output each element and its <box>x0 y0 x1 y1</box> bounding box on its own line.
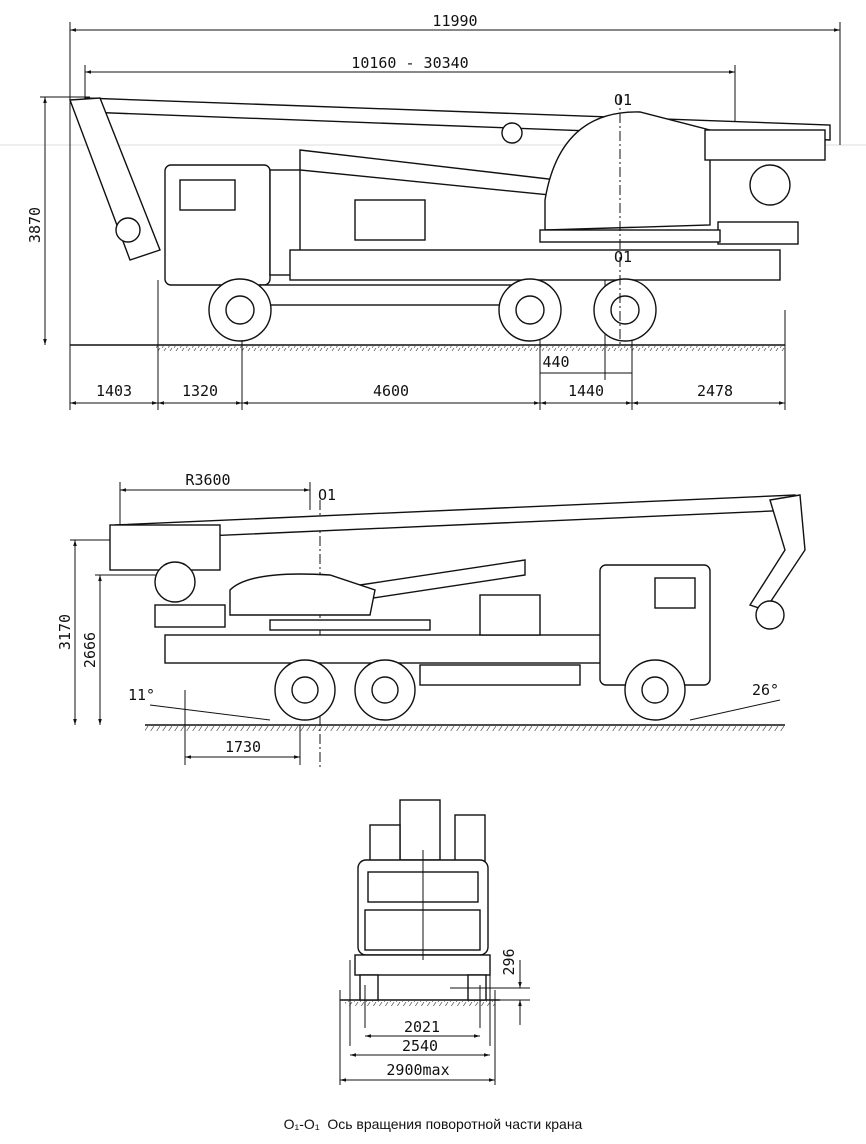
dim-1440: 1440 <box>568 382 604 400</box>
height-label: 3870 <box>26 207 44 243</box>
overall-length-label: 11990 <box>432 12 477 30</box>
dim-4600: 4600 <box>373 382 409 400</box>
height-boom-label: 2666 <box>81 632 99 668</box>
caption-text: Ось вращения поворотной части крана <box>327 1116 583 1132</box>
max-width-label: 2900max <box>386 1061 449 1079</box>
clearance-label: 296 <box>500 948 518 975</box>
rear-overhang-label: 1730 <box>225 738 261 756</box>
boom-length-label: 10160 - 30340 <box>351 54 468 72</box>
crane-truck-illustration <box>109 494 806 721</box>
axis-label-o1: O1 <box>614 91 632 109</box>
caption-axis: O₁-O₁ <box>283 1116 320 1132</box>
axis-label-o1: O1 <box>318 486 336 504</box>
crane-front-illustration <box>354 799 491 1001</box>
height-total-label: 3170 <box>56 614 74 650</box>
dim-1403: 1403 <box>96 382 132 400</box>
angle-front-label: 26° <box>752 681 779 699</box>
dim-440: 440 <box>542 353 569 371</box>
front-view: 2021 2540 2900max 296 <box>339 799 530 1085</box>
radius-label: R3600 <box>185 471 230 489</box>
side-view-transport: 11990 10160 - 30340 3870 1403 1320 4600 … <box>0 12 866 410</box>
dim-1320: 1320 <box>182 382 218 400</box>
track-label: 2021 <box>404 1018 440 1036</box>
width-label: 2540 <box>402 1037 438 1055</box>
axis-label-o1-lower: O1 <box>614 248 632 266</box>
dim-2478: 2478 <box>697 382 733 400</box>
side-view-mirror: R3600 O1 3170 2666 1730 11° 26° <box>56 471 806 770</box>
angle-rear-label: 11° <box>128 686 155 704</box>
crane-truck-illustration <box>69 97 831 342</box>
caption: O₁-O₁ Ось вращения поворотной части кран… <box>0 1116 866 1132</box>
